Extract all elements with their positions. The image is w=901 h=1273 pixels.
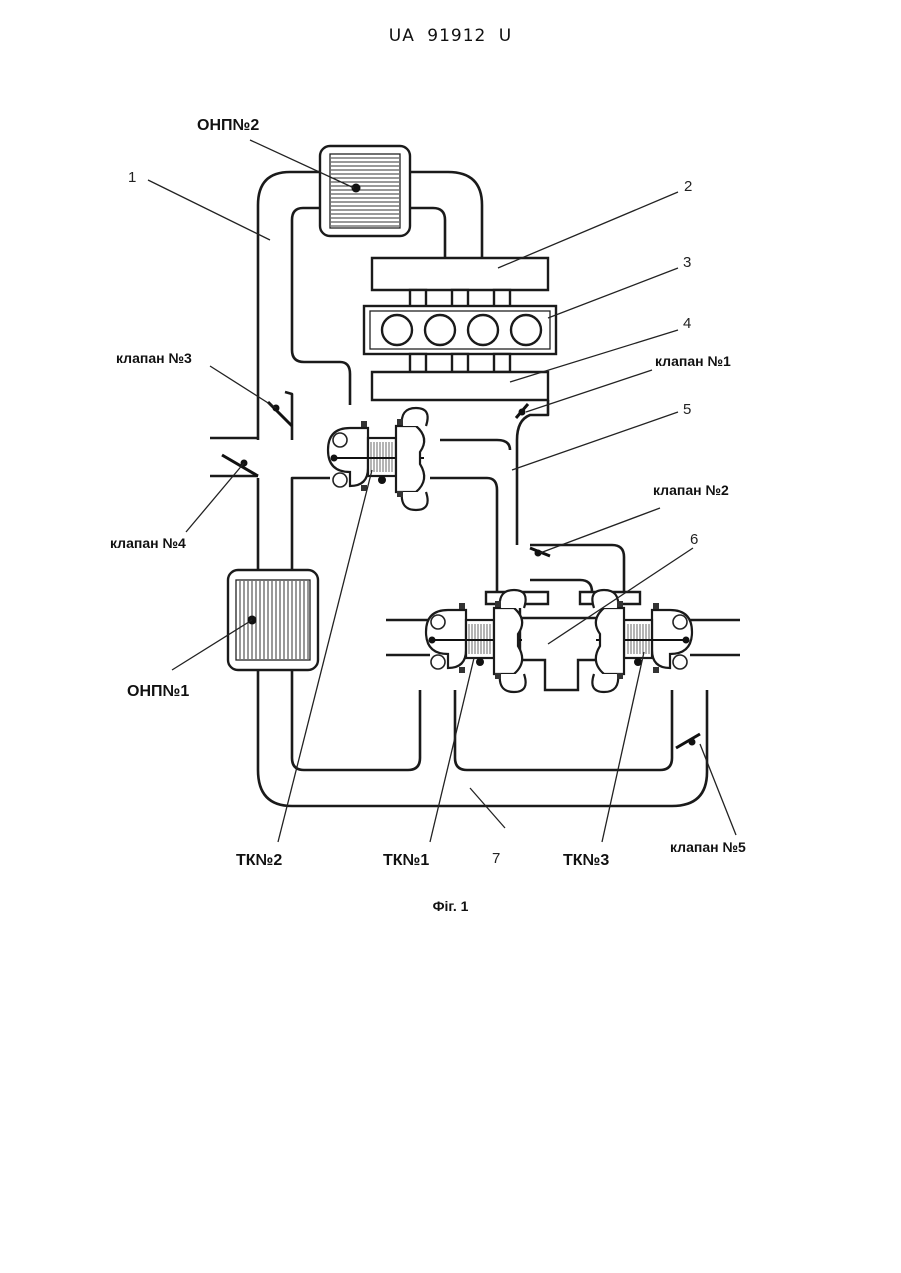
number-5: 5 (683, 401, 691, 418)
turbocharger-tk1 (426, 590, 526, 692)
turbocharger-tk2 (328, 408, 428, 510)
intercooler-2 (320, 146, 410, 236)
label-valve1: клапан №1 (655, 353, 731, 369)
label-onp1: ОНП№1 (127, 683, 189, 700)
label-valve5: клапан №5 (670, 839, 746, 855)
label-tk1: ТК№1 (383, 852, 429, 869)
label-onp2: ОНП№2 (197, 117, 259, 134)
engine (364, 258, 556, 400)
number-6: 6 (690, 531, 698, 548)
figure-caption: Фіг. 1 (0, 898, 901, 914)
valve-5 (676, 734, 700, 748)
number-1: 1 (128, 169, 136, 186)
leader-lines (148, 140, 736, 842)
valve-2 (530, 548, 550, 557)
number-2: 2 (684, 178, 692, 195)
number-7: 7 (492, 850, 500, 867)
label-valve4: клапан №4 (110, 535, 186, 551)
label-tk3: ТК№3 (563, 852, 609, 869)
label-tk2: ТК№2 (236, 852, 282, 869)
valve-4 (222, 455, 258, 476)
number-4: 4 (683, 315, 691, 332)
number-3: 3 (683, 254, 691, 271)
label-valve2: клапан №2 (653, 482, 729, 498)
label-valve3: клапан №3 (116, 350, 192, 366)
intercooler-1 (228, 570, 318, 670)
exhaust-duct-5 (430, 400, 624, 592)
